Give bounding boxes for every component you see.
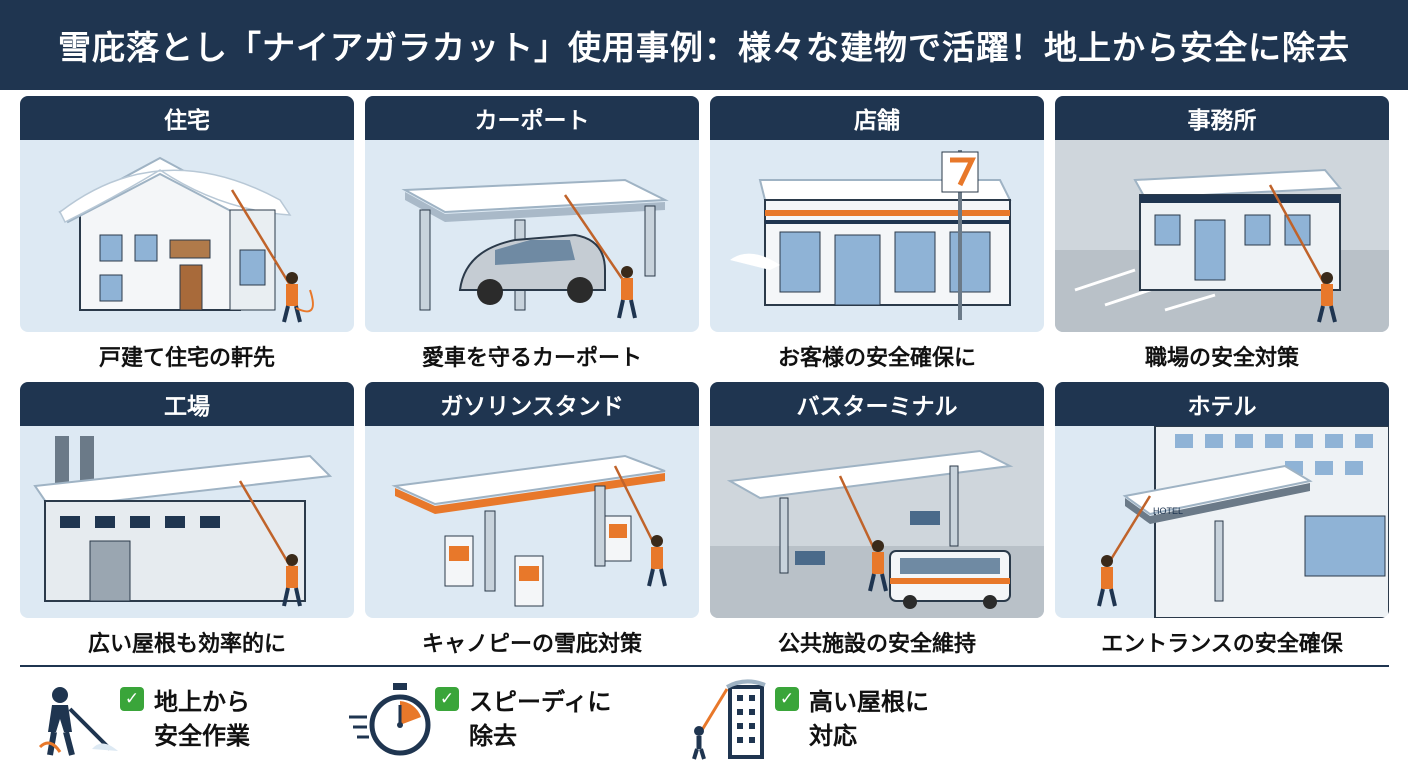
feature-list: ✓ 地上から 安全作業 ✓ スピーディに 除去 <box>20 675 1389 763</box>
hotel-illustration: HOTEL <box>1055 426 1389 618</box>
card-factory: 工場 広い屋根も効率的に <box>20 382 354 664</box>
card-caption: キャノピーの雪庇対策 <box>365 622 699 662</box>
check-icon: ✓ <box>775 687 799 711</box>
feature-line2: 対応 <box>809 722 857 750</box>
card-caption-text: お客様の安全確保に <box>777 346 976 371</box>
feature-high-roof: ✓ 高い屋根に 対応 <box>685 675 929 763</box>
store-illustration <box>710 140 1044 332</box>
usage-grid: 住宅 戸建て住宅の軒先 カー <box>20 96 1389 660</box>
card-caption-text: 広い屋根も効率的に <box>87 632 286 657</box>
card-caption: 公共施設の安全維持 <box>710 622 1044 662</box>
card-title-bar: 住宅 <box>20 96 354 140</box>
card-caption: 職場の安全対策 <box>1055 336 1389 376</box>
card-caption-text: エントランスの安全確保 <box>1101 632 1343 657</box>
card-title: 店舗 <box>854 108 900 134</box>
feature-ground-work: ✓ 地上から 安全作業 <box>30 675 250 763</box>
card-title-bar: カーポート <box>365 96 699 140</box>
card-title-bar: ガソリンスタンド <box>365 382 699 426</box>
card-title: バスターミナル <box>796 394 958 420</box>
card-carport: カーポート 愛車を守るカーポート <box>365 96 699 378</box>
card-caption: 愛車を守るカーポート <box>365 336 699 376</box>
card-title-bar: 工場 <box>20 382 354 426</box>
card-caption: エントランスの安全確保 <box>1055 622 1389 662</box>
card-title-bar: ホテル <box>1055 382 1389 426</box>
worker-icon <box>30 677 120 761</box>
card-title-bar: 店舗 <box>710 96 1044 140</box>
carport-illustration <box>365 140 699 332</box>
feature-text: 高い屋根に 対応 <box>809 685 929 753</box>
card-store: 店舗 お客様の安全確保に <box>710 96 1044 378</box>
section-divider <box>20 665 1389 667</box>
card-caption-text: 公共施設の安全維持 <box>777 632 976 657</box>
page-title: 雪庇落とし「ナイアガラカット」使用事例：様々な建物で活躍！地上から安全に除去 <box>58 28 1350 67</box>
card-bus-terminal: バスターミナル 公共施設の安全維持 <box>710 382 1044 664</box>
house-illustration <box>20 140 354 332</box>
card-title: 工場 <box>164 394 210 420</box>
card-title: 住宅 <box>164 108 210 134</box>
check-icon: ✓ <box>120 687 144 711</box>
feature-line1: 地上から <box>154 688 250 716</box>
feature-line2: 除去 <box>469 722 517 750</box>
feature-text: スピーディに 除去 <box>469 685 611 753</box>
office-illustration <box>1055 140 1389 332</box>
feature-text: 地上から 安全作業 <box>154 685 250 753</box>
card-caption-text: 戸建て住宅の軒先 <box>98 346 275 371</box>
card-gas-station: ガソリンスタンド キャノピーの雪庇対策 <box>365 382 699 664</box>
card-office: 事務所 職場の安全対策 <box>1055 96 1389 378</box>
card-title-bar: バスターミナル <box>710 382 1044 426</box>
feature-speedy: ✓ スピーディに 除去 <box>345 675 611 763</box>
card-hotel: ホテル <box>1055 382 1389 664</box>
feature-line1: スピーディに <box>469 688 612 716</box>
factory-illustration <box>20 426 354 618</box>
page-header: 雪庇落とし「ナイアガラカット」使用事例：様々な建物で活躍！地上から安全に除去 <box>0 0 1408 90</box>
card-title-bar: 事務所 <box>1055 96 1389 140</box>
card-title: カーポート <box>474 108 590 134</box>
card-caption: 戸建て住宅の軒先 <box>20 336 354 376</box>
card-caption-text: 愛車を守るカーポート <box>421 346 642 371</box>
stopwatch-icon <box>345 677 435 761</box>
card-caption-text: キャノピーの雪庇対策 <box>421 632 642 657</box>
card-house: 住宅 戸建て住宅の軒先 <box>20 96 354 378</box>
tall-building-icon <box>685 677 775 761</box>
bus-terminal-illustration <box>710 426 1044 618</box>
card-caption: お客様の安全確保に <box>710 336 1044 376</box>
check-icon: ✓ <box>435 687 459 711</box>
card-title: ホテル <box>1187 394 1257 420</box>
feature-line1: 高い屋根に <box>809 688 929 716</box>
feature-line2: 安全作業 <box>154 722 250 750</box>
card-caption: 広い屋根も効率的に <box>20 622 354 662</box>
card-title: ガソリンスタンド <box>440 394 624 420</box>
gas-station-illustration <box>365 426 699 618</box>
hotel-sign: HOTEL <box>1153 506 1183 516</box>
card-caption-text: 職場の安全対策 <box>1144 346 1299 371</box>
card-title: 事務所 <box>1187 108 1257 134</box>
